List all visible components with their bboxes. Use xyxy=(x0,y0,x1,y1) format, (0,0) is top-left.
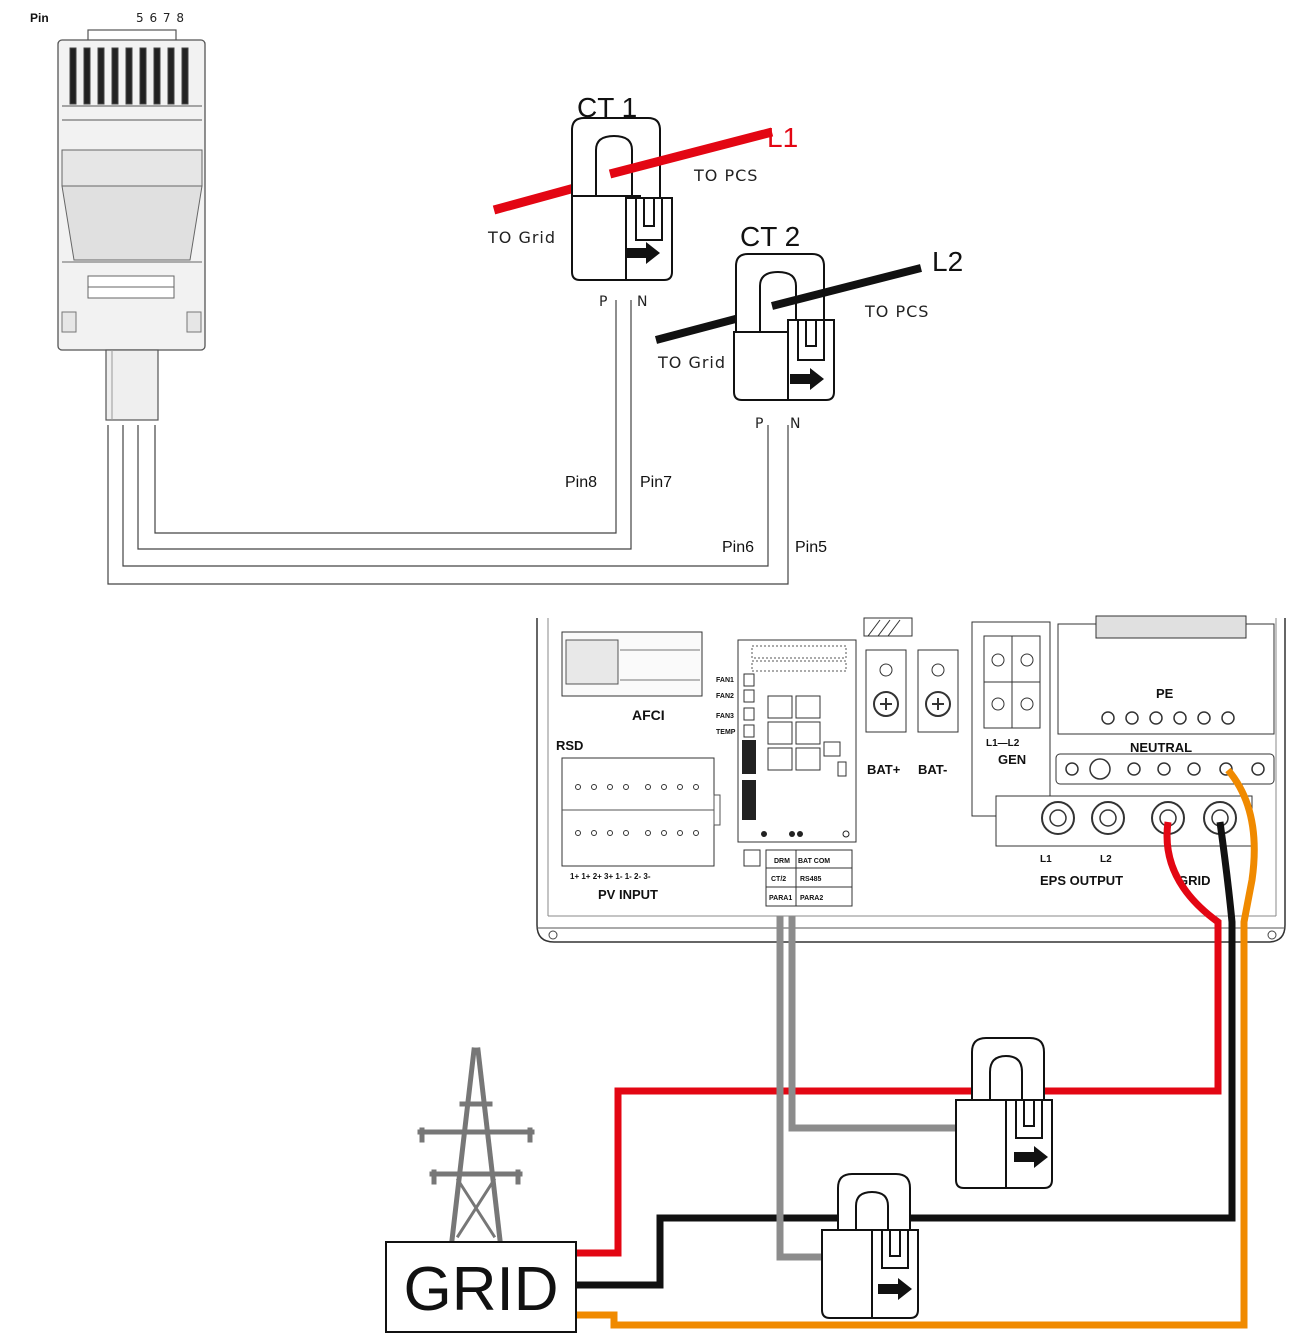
pin5-label: Pin5 xyxy=(795,539,827,556)
ct2-to-grid: TO Grid xyxy=(657,353,726,372)
pin8-label: Pin8 xyxy=(565,474,597,491)
pin7-label: Pin7 xyxy=(640,474,672,491)
ct1-to-pcs: TO PCS xyxy=(693,166,758,185)
afci-label: AFCI xyxy=(632,707,665,723)
temp-label: TEMP xyxy=(716,729,736,736)
inverter-wiring-bay: AFCI RSD 1+ 1+ 2+ 3+ 1- 1- 2- 3- PV INPU… xyxy=(536,615,1286,943)
ct2-to-pcs: TO PCS xyxy=(864,302,929,321)
eps-l2: L2 xyxy=(1100,854,1112,865)
ct2-n: N xyxy=(790,416,801,432)
ct1-clamp: CT 1 L1 TO PCS TO Grid P N xyxy=(487,92,798,310)
grid-source: GRID xyxy=(385,1241,577,1333)
pin6-label: Pin6 xyxy=(722,539,754,556)
eps-output-label: EPS OUTPUT xyxy=(1040,873,1123,888)
grid-ct-clamp-upper xyxy=(955,1037,1053,1189)
ct2-p: P xyxy=(755,416,764,432)
pv-terminals: 1+ 1+ 2+ 3+ 1- 1- 2- 3- xyxy=(570,872,651,881)
rj45-connector: Pin 5 6 7 8 xyxy=(30,11,206,421)
ct2-clamp: CT 2 L2 TO PCS TO Grid P N xyxy=(654,221,963,432)
ct1-line-label: L1 xyxy=(767,122,798,153)
gen-label: GEN xyxy=(998,752,1026,767)
pin-numbers: 5 6 7 8 xyxy=(136,11,185,25)
port-para2: PARA2 xyxy=(800,895,823,902)
fan2-label: FAN2 xyxy=(716,693,734,700)
ct1-n: N xyxy=(637,294,648,310)
ct1-p: P xyxy=(599,294,608,310)
port-bat-com: BAT COM xyxy=(798,858,830,865)
fan3-label: FAN3 xyxy=(716,713,734,720)
port-ct2: CT/2 xyxy=(771,876,786,883)
ct1-to-grid: TO Grid xyxy=(487,228,556,247)
power-wires xyxy=(576,767,1258,1329)
grid-terminal-label: GRID xyxy=(1178,873,1211,888)
grid-box-label: GRID xyxy=(404,1255,559,1324)
ct2-line-label: L2 xyxy=(932,246,963,277)
pin-label: Pin xyxy=(30,11,49,25)
bat-minus-label: BAT- xyxy=(918,762,947,777)
port-para1: PARA1 xyxy=(769,895,792,902)
pv-input-label: PV INPUT xyxy=(598,887,658,902)
rsd-label: RSD xyxy=(556,738,583,753)
ct2-title: CT 2 xyxy=(740,221,800,252)
port-rs485: RS485 xyxy=(800,876,822,883)
eps-l1: L1 xyxy=(1040,854,1052,865)
transmission-tower-icon xyxy=(417,1047,535,1243)
bat-plus-label: BAT+ xyxy=(867,762,901,777)
neutral-label: NEUTRAL xyxy=(1130,740,1192,755)
gen-l1-l2: L1—L2 xyxy=(986,738,1020,749)
pe-label: PE xyxy=(1156,686,1174,701)
fan1-label: FAN1 xyxy=(716,677,734,684)
grid-ct-clamp-lower xyxy=(821,1173,919,1319)
port-drm: DRM xyxy=(774,858,790,865)
ct-signal-wires xyxy=(107,300,789,585)
